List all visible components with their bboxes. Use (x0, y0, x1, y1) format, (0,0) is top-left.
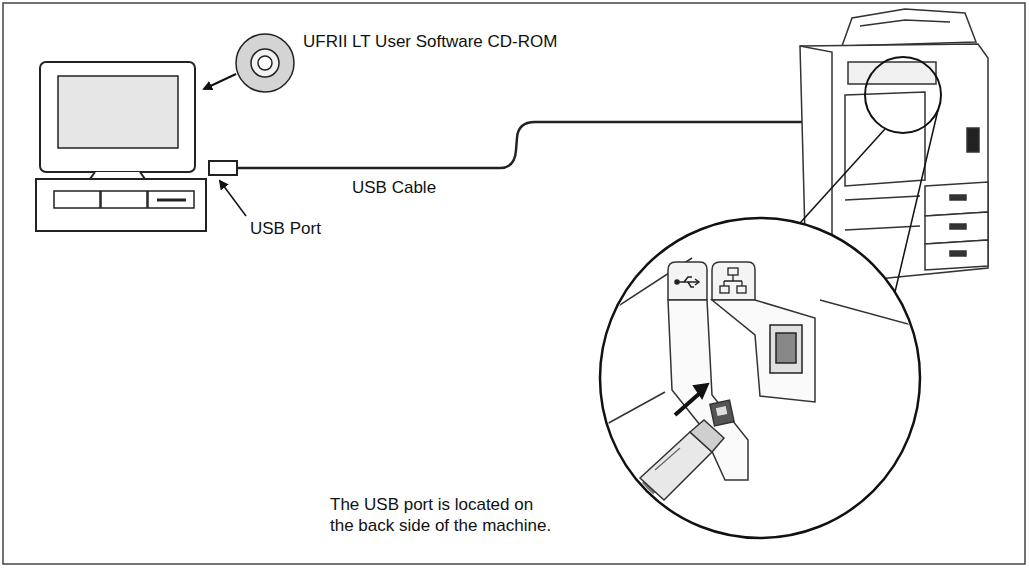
stand (90, 172, 145, 179)
port-detail (596, 258, 930, 548)
usb-cable (237, 122, 803, 168)
text-label: The USB port is located on the back side… (330, 494, 557, 536)
text-label: UFRII LT User Software CD-ROM (303, 31, 557, 52)
detail-circle (865, 57, 941, 133)
network-symbol (720, 268, 746, 293)
lan-tab (712, 262, 755, 300)
usb-plug (209, 161, 237, 175)
pc-case (36, 179, 206, 231)
zoom-line (800, 129, 885, 223)
document-feeder (842, 9, 976, 46)
screen (58, 76, 178, 148)
monitor (40, 62, 195, 172)
paper-drawer (925, 182, 988, 216)
door-handle (967, 128, 979, 152)
cd-rom (236, 34, 294, 92)
drive-bay (54, 191, 100, 208)
text-label: USB Cable (352, 177, 436, 198)
cable-end (596, 486, 650, 548)
usb-tab (668, 262, 707, 300)
text-label: USB Port (250, 218, 321, 239)
magnified-view (600, 218, 920, 538)
drive-slot (157, 199, 186, 202)
drive-bay (148, 191, 194, 208)
leader-arrow (220, 181, 246, 216)
paper-drawer (925, 240, 988, 270)
frame (3, 3, 1025, 564)
computer (36, 62, 206, 231)
insert-arrow (675, 393, 700, 415)
drive-bay (101, 191, 147, 208)
usb-symbol (675, 277, 699, 287)
usb-port (710, 400, 734, 426)
lan-port (770, 325, 802, 373)
insert-arrow (204, 74, 236, 89)
zoom-line (895, 110, 938, 292)
paper-drawer (925, 212, 988, 244)
lan-panel (712, 300, 815, 402)
